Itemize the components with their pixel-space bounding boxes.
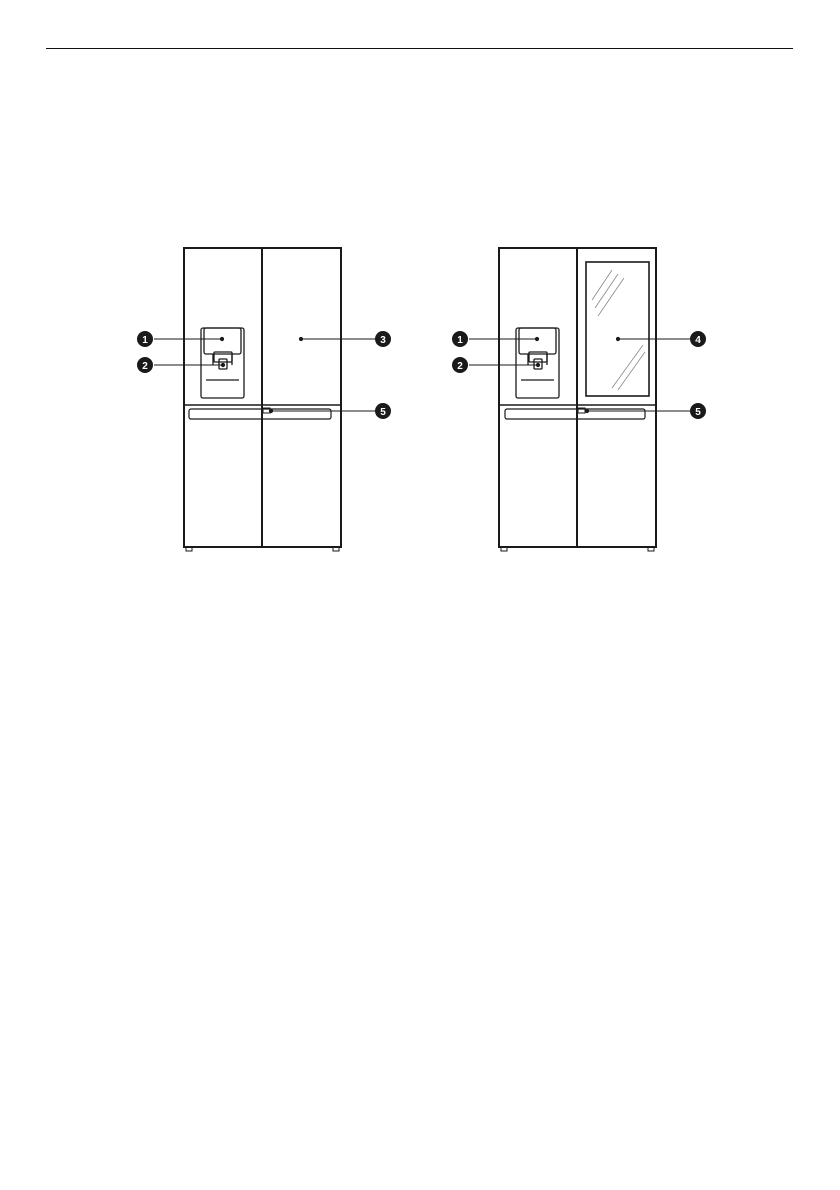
right-callout-1: 1 (452, 331, 468, 347)
right-refrigerator (499, 248, 656, 551)
callout-number: 3 (380, 335, 386, 346)
right-callout-5: 5 (690, 403, 706, 419)
callout-number: 2 (142, 361, 148, 372)
callout-number: 5 (380, 407, 386, 418)
callout-number: 1 (142, 335, 148, 346)
glass-panel (586, 262, 649, 396)
callout-number: 4 (695, 335, 701, 346)
left-callout-5: 5 (375, 403, 391, 419)
left-callout-2: 2 (137, 357, 153, 373)
glass-reflection (592, 270, 645, 390)
right-callout-2: 2 (452, 357, 468, 373)
callout-number: 1 (457, 335, 463, 346)
left-callout-1: 1 (137, 331, 153, 347)
callout-number: 2 (457, 361, 463, 372)
left-refrigerator (184, 248, 341, 551)
right-callout-4: 4 (690, 331, 706, 347)
callout-number: 5 (695, 407, 701, 418)
left-callout-3: 3 (375, 331, 391, 347)
